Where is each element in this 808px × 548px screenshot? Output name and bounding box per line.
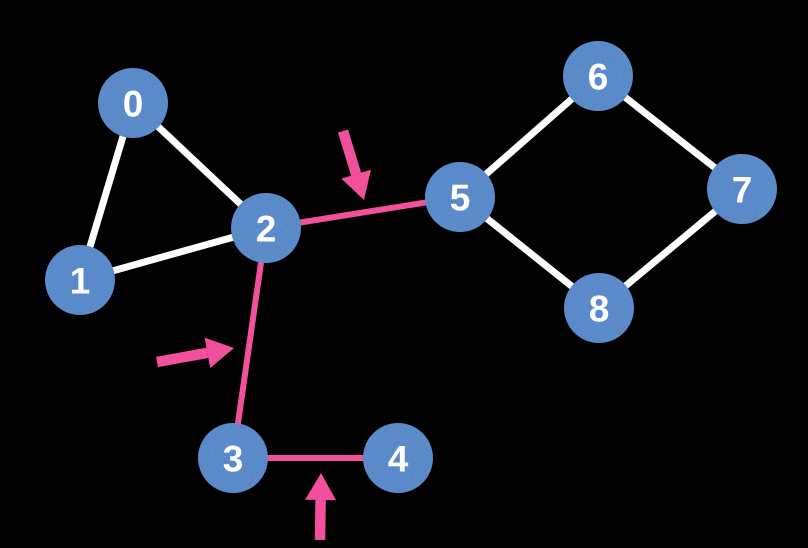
arrow-at-edge-2-3-shaft-icon [156,347,209,368]
arrow-at-edge-2-5 [337,129,371,200]
arrow-at-edge-2-5-shaft-icon [337,129,362,176]
graph-node-4: 4 [363,423,433,493]
node-label-1: 1 [70,260,91,301]
graph-node-5: 5 [425,162,495,232]
arrow-at-edge-3-4 [305,473,337,541]
graph-node-6: 6 [563,41,633,111]
node-layer: 0 1 2 3 4 5 6 7 8 [45,41,777,493]
graph-node-1: 1 [45,245,115,315]
arrow-at-edge-3-4-head-icon [305,473,337,501]
graph-node-7: 7 [707,154,777,224]
arrow-at-edge-2-3 [156,337,234,369]
node-circle-7 [707,154,777,224]
graph-node-3: 3 [198,423,268,493]
node-label-4: 4 [388,438,409,479]
graph-node-2: 2 [231,193,301,263]
node-label-7: 7 [732,169,753,210]
node-circle-6 [563,41,633,111]
node-circle-3 [198,423,268,493]
node-label-0: 0 [123,83,144,124]
graph-node-8: 8 [564,273,634,343]
node-label-6: 6 [588,56,609,97]
node-circle-0 [98,68,168,138]
node-label-8: 8 [589,288,610,329]
node-circle-5 [425,162,495,232]
node-circle-8 [564,273,634,343]
arrow-layer [156,129,371,541]
arrow-at-edge-3-4-shaft-icon [314,499,326,541]
arrow-at-edge-2-3-head-icon [204,337,234,369]
node-label-5: 5 [450,177,471,218]
node-label-3: 3 [223,438,244,479]
node-circle-2 [231,193,301,263]
graph-node-0: 0 [98,68,168,138]
node-circle-4 [363,423,433,493]
node-circle-1 [45,245,115,315]
node-label-2: 2 [256,208,277,249]
edge-2-3-highlighted [230,225,269,461]
edge-layer [76,72,746,461]
arrow-at-edge-2-5-head-icon [341,169,371,200]
